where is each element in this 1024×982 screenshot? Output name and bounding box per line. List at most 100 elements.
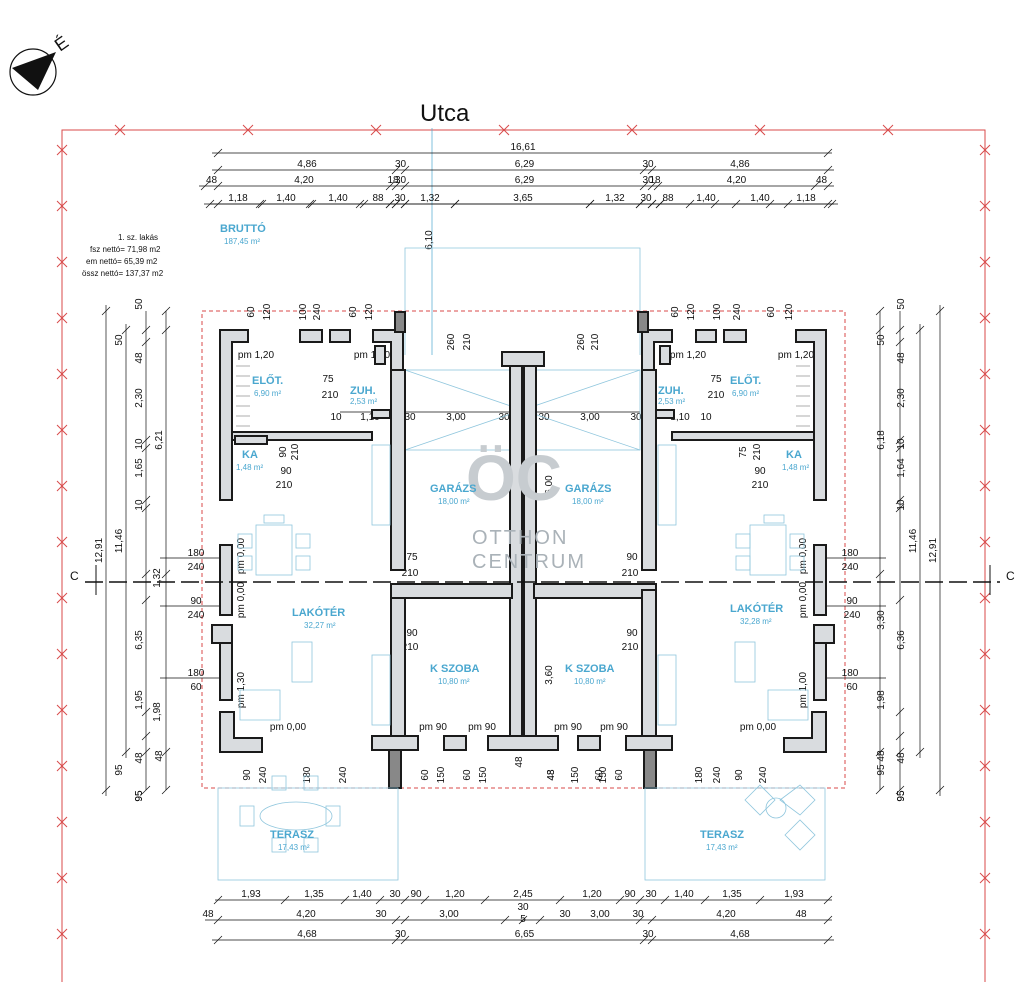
dimension-label: 4,86 (730, 159, 750, 170)
dimension-label: pm 1,20 (354, 350, 391, 361)
dimension-tick (647, 165, 657, 175)
room-area: 18,00 m² (572, 497, 604, 506)
boundary-mark (979, 424, 991, 436)
dimension-tick (450, 199, 460, 209)
boundary-mark (56, 312, 68, 324)
dimension-label: 150 (478, 766, 489, 783)
dimension-label: 120 (262, 303, 273, 320)
boundary-mark (56, 536, 68, 548)
boundary-mark (979, 480, 991, 492)
dimension-tick (400, 915, 410, 925)
dimension-label: pm 1,20 (670, 350, 707, 361)
room-area: 10,80 m² (438, 677, 470, 686)
dimension-label: 240 (188, 562, 205, 573)
dimension-tick (121, 747, 131, 757)
dimension-label: 2,30 (134, 388, 145, 408)
room-area: 6,90 m² (732, 389, 759, 398)
dimension-tick (518, 915, 528, 925)
watermark: ÖC OTTHON CENTRUM (466, 442, 584, 573)
dimension-tick (875, 325, 885, 335)
boundary-mark (56, 144, 68, 156)
dimension-tick (783, 199, 793, 209)
dimension-tick (213, 165, 223, 175)
boundary-mark (979, 648, 991, 660)
dimension-tick (141, 443, 151, 453)
dimension-label: 5 (520, 914, 526, 925)
dimension-label: 1,40 (276, 193, 296, 204)
dimension-label: 48 (896, 752, 907, 764)
dimension-label: 90 (278, 446, 289, 458)
dimension-label: 1,98 (152, 702, 163, 722)
watermark-mark: ÖC (466, 442, 562, 514)
dimension-label: 10 (330, 412, 342, 423)
dimension-tick (823, 199, 833, 209)
room-name: ELŐT. (252, 374, 283, 387)
boundary-mark (56, 368, 68, 380)
dimension-label: 180 (842, 668, 859, 679)
dimension-tick (639, 181, 649, 191)
dimension-label: 90 (280, 466, 292, 477)
dimension-label: 1,35 (722, 889, 742, 900)
dimension-tick (257, 199, 267, 209)
furniture (217, 365, 826, 881)
room-name: GARÁZS (430, 482, 476, 495)
boundary-mark (56, 648, 68, 660)
dimension-label: 4,20 (296, 909, 316, 920)
dimension-label: 75 (322, 374, 334, 385)
dimension-label: pm 0,00 (798, 581, 809, 618)
dimension-label: 260 (576, 333, 587, 350)
dimension-label: 1,93 (784, 889, 804, 900)
dimension-label: 100 (298, 303, 309, 320)
dimension-tick (359, 199, 369, 209)
room-name: ZUH. (658, 385, 684, 397)
dimension-tick (635, 915, 645, 925)
dimension-label: 18 (387, 175, 399, 186)
dimension-label: 75 (738, 446, 749, 458)
dimension-label: 1,40 (352, 889, 372, 900)
dimension-label: 180 (302, 766, 313, 783)
dimension-label: 30 (517, 902, 529, 913)
dimension-tick (391, 181, 401, 191)
dimension-label: 240 (188, 610, 205, 621)
dimension-label: 60 (614, 769, 625, 781)
boundary-mark (114, 124, 126, 136)
dimension-label: 120 (686, 303, 697, 320)
dimension-label: 30 (642, 929, 654, 940)
dimension-label: 60 (766, 306, 777, 318)
dimension-label: 16,61 (510, 142, 535, 153)
brutto-area: 187,45 m² (224, 237, 260, 246)
dimension-label: 240 (258, 766, 269, 783)
dimension-tick (639, 165, 649, 175)
boundary-mark (979, 816, 991, 828)
dimension-tick (647, 915, 657, 925)
dimension-tick (875, 306, 885, 316)
dimension-tick (141, 325, 151, 335)
dimension-label: 1,20 (582, 889, 602, 900)
dimension-tick (895, 435, 905, 445)
dimension-label: 50 (896, 298, 907, 310)
dimension-tick (915, 747, 925, 757)
dimension-tick (213, 199, 223, 209)
dimension-label: 180 (188, 668, 205, 679)
dimension-label: 10 (700, 412, 712, 423)
dimension-label: 30 (395, 159, 407, 170)
boundary-mark (882, 124, 894, 136)
dimension-tick (141, 595, 151, 605)
dimension-label: 12,91 (94, 538, 105, 563)
dimension-label: 6,10 (424, 230, 435, 250)
dimension-label: 1,10 (670, 412, 690, 423)
dimension-label: 1,98 (876, 690, 887, 710)
boundary-mark (979, 536, 991, 548)
dimension-label: pm 0,00 (740, 722, 777, 733)
dimension-label: 1,64 (896, 458, 907, 478)
room-area: 32,28 m² (740, 617, 772, 626)
boundary-mark (979, 760, 991, 772)
dimension-label: 30 (559, 909, 571, 920)
dimension-label: 48 (896, 352, 907, 364)
dimension-label: 90 (406, 628, 418, 639)
dimension-label: 1,20 (445, 889, 465, 900)
compass-icon: É (9, 32, 72, 96)
dimension-label: 4,68 (730, 929, 750, 940)
flat-info: 1. sz. lakás fsz nettó= 71,98 m2 em nett… (82, 233, 164, 278)
dimension-label: 240 (712, 766, 723, 783)
